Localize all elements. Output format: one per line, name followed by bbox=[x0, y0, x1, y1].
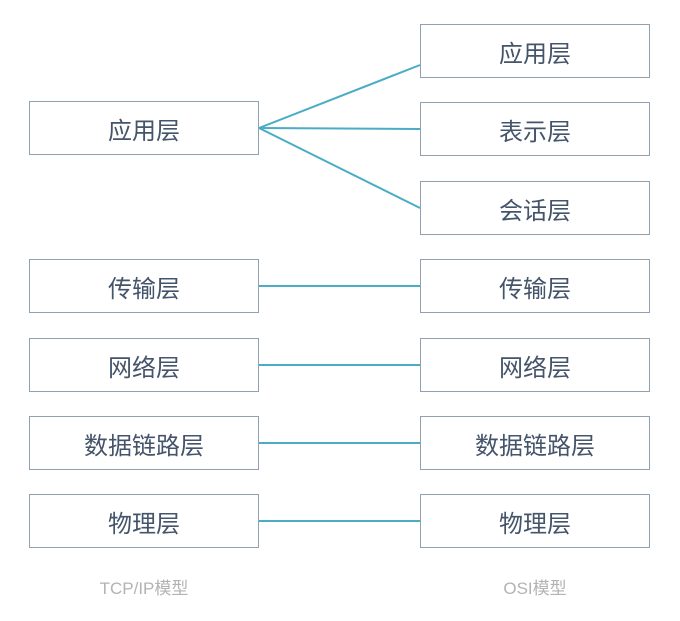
node-osi-session: 会话层 bbox=[420, 181, 650, 235]
connector-line bbox=[258, 127, 421, 209]
node-label: 物理层 bbox=[499, 510, 571, 538]
node-label: 物理层 bbox=[108, 510, 180, 538]
node-osi-presentation: 表示层 bbox=[420, 102, 650, 156]
node-label: 传输层 bbox=[108, 275, 180, 303]
node-label: 会话层 bbox=[499, 197, 571, 225]
node-label: 应用层 bbox=[499, 40, 571, 68]
connector-line bbox=[258, 127, 421, 130]
node-tcpip-application: 应用层 bbox=[29, 101, 259, 155]
node-tcpip-physical: 物理层 bbox=[29, 494, 259, 548]
node-label: 表示层 bbox=[499, 118, 571, 146]
node-osi-data-link: 数据链路层 bbox=[420, 416, 650, 470]
tcpip-model-label: TCP/IP模型 bbox=[99, 579, 189, 598]
node-label: 传输层 bbox=[499, 275, 571, 303]
node-tcpip-transport: 传输层 bbox=[29, 259, 259, 313]
node-label: 网络层 bbox=[499, 354, 571, 382]
node-osi-network: 网络层 bbox=[420, 338, 650, 392]
node-tcpip-network: 网络层 bbox=[29, 338, 259, 392]
node-osi-application: 应用层 bbox=[420, 24, 650, 78]
node-osi-physical: 物理层 bbox=[420, 494, 650, 548]
node-label: 数据链路层 bbox=[84, 432, 204, 460]
node-label: 网络层 bbox=[108, 354, 180, 382]
osi-model-label: OSI模型 bbox=[503, 579, 567, 598]
node-label: 应用层 bbox=[108, 117, 180, 145]
node-label: 数据链路层 bbox=[475, 432, 595, 460]
connector-line bbox=[258, 64, 421, 129]
node-tcpip-data-link: 数据链路层 bbox=[29, 416, 259, 470]
node-osi-transport: 传输层 bbox=[420, 259, 650, 313]
